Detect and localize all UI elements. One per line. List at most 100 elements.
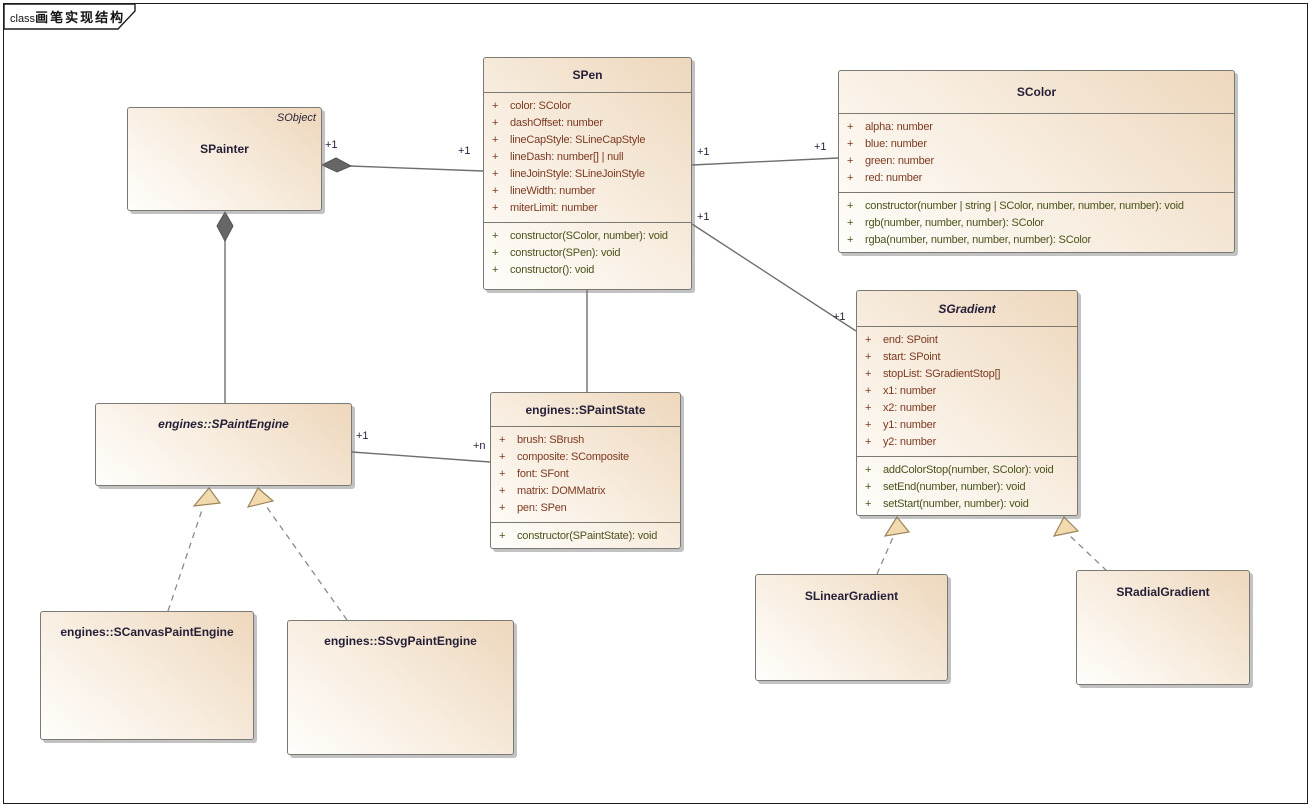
generalization-sradialgradient-sgradient[interactable] [1052,515,1108,572]
class-sgradient[interactable]: SGradient +end: SPoint + start: SPoint + sto… [856,290,1078,516]
class-header: SObject SPainter [128,108,321,160]
generalization-arrow [246,487,275,508]
class-spen[interactable]: SPen +color: SColor+dashOffset: number+l… [483,57,692,290]
member-signature: matrix: DOMMatrix [517,485,606,497]
association-spaintengine-spaintstate[interactable] [351,451,491,463]
composition-diamond [320,157,353,173]
attributes-compartment: +color: SColor+dashOffset: number+lineCa… [484,92,691,222]
class-member: +lineJoinStyle: SLineJoinStyle [484,166,691,183]
association-spen-scolor[interactable] [691,157,839,166]
class-member: +y2: number [857,434,1077,451]
member-signature: pen: SPen [517,502,567,514]
class-spaintengine[interactable]: engines::SPaintEngine [95,403,352,486]
member-signature: constructor(SPaintState): void [517,530,658,542]
class-scanvaspaintengine[interactable]: engines::SCanvasPaintEngine [40,611,254,740]
class-member: + brush: SBrush [491,432,680,449]
class-member: +red: number [839,170,1234,187]
visibility-public: + [865,481,872,493]
class-spainter[interactable]: SObject SPainter [127,107,322,211]
generalization-arrow [1052,515,1080,537]
composition-spainter-spaintengine[interactable] [216,210,234,403]
visibility-public: + [499,485,506,497]
class-header: SGradient [857,291,1077,326]
frame-title: class画笔实现结构 [10,10,126,25]
class-title: engines::SPaintEngine [158,417,289,431]
class-title: engines::SCanvasPaintEngine [60,625,234,639]
member-signature: lineJoinStyle: SLineJoinStyle [510,168,645,180]
member-signature: constructor(): void [510,264,595,276]
class-member: + pen: SPen [491,500,680,517]
member-signature: start: SPoint [883,351,941,363]
class-member: +end: SPoint [857,332,1077,349]
class-header: engines::SPaintEngine [96,404,351,444]
class-member: +miterLimit: number [484,200,691,217]
member-signature: font: SFont [517,468,569,480]
visibility-public: + [492,151,499,163]
member-signature: dashOffset: number [510,117,603,129]
member-signature: brush: SBrush [517,434,585,446]
multiplicity-label: +1 [458,145,471,157]
class-header: engines::SCanvasPaintEngine [41,612,253,652]
class-spaintstate[interactable]: engines::SPaintState +brush: SBrush+comp… [490,392,681,549]
class-member: + rgba(number, number, number, number): S… [839,232,1234,249]
visibility-public: + [492,247,499,259]
member-signature: setStart(number, number): void [883,498,1029,510]
class-member: +color: SColor [484,98,691,115]
generalization-arrow [883,515,911,537]
generalization-slineargradient-sgradient[interactable] [876,515,911,575]
generalization-scanvaspaintengine-spaintengine[interactable] [167,487,222,612]
multiplicity-label: +1 [814,141,827,153]
visibility-public: + [492,202,499,214]
member-signature: y2: number [883,436,937,448]
multiplicity-label: +n [473,440,486,452]
association-spen-sgradient[interactable] [691,223,857,332]
visibility-public: + [847,234,854,246]
visibility-public: + [492,230,499,242]
attributes-compartment: + alpha: number +blue: number+green: numbe… [839,113,1234,192]
class-member: +x1: number [857,383,1077,400]
generalization-ssvgpaintengine-spaintengine[interactable] [246,487,348,621]
class-header: SRadialGradient [1077,571,1249,613]
member-signature: lineCapStyle: SLineCapStyle [510,134,646,146]
class-ssvgpaintengine[interactable]: engines::SSvgPaintEngine [287,620,514,755]
methods-compartment: + constructor(SColor, number): void + const… [484,222,691,284]
class-body [41,652,253,739]
generalization-arrow [192,487,222,507]
class-member: +constructor(number | string | SColor, n… [839,198,1234,215]
member-signature: constructor(SPen): void [510,247,621,259]
class-member: +blue: number [839,136,1234,153]
frame-keyword: class [10,13,36,25]
class-body [288,661,513,754]
visibility-public: + [499,434,506,446]
association-spainter-spen[interactable] [320,157,484,173]
visibility-public: + [492,264,499,276]
class-header: SLinearGradient [756,575,947,617]
class-title: SGradient [938,301,996,316]
class-slineargradient[interactable]: SLinearGradient [755,574,948,681]
class-member: +green: number [839,153,1234,170]
class-title: SPen [572,68,603,82]
visibility-public: + [847,172,854,184]
visibility-public: + [499,530,506,542]
member-signature: lineWidth: number [510,185,596,197]
class-sradialgradient[interactable]: SRadialGradient [1076,570,1250,685]
visibility-public: + [865,351,872,363]
member-signature: y1: number [883,419,937,431]
visibility-public: + [847,138,854,150]
class-title: SColor [1016,85,1057,99]
member-signature: rgba(number, number, number, number): SC… [865,234,1091,246]
class-header: engines::SSvgPaintEngine [288,621,513,661]
class-body [1077,613,1249,684]
class-body [128,160,321,210]
visibility-public: + [499,502,506,514]
member-signature: stopList: SGradientStop[] [883,368,1001,380]
class-header: SColor [839,71,1234,113]
class-member: + constructor(SPen): void [484,245,691,262]
member-signature: constructor(SColor, number): void [510,230,668,242]
member-signature: end: SPoint [883,334,938,346]
class-member: +font: SFont [491,466,680,483]
class-member: +lineCapStyle: SLineCapStyle [484,132,691,149]
class-scolor[interactable]: SColor + alpha: number +blue: number+green… [838,70,1235,253]
class-member: +addColorStop(number, SColor): void [857,462,1077,479]
member-signature: alpha: number [865,121,933,133]
